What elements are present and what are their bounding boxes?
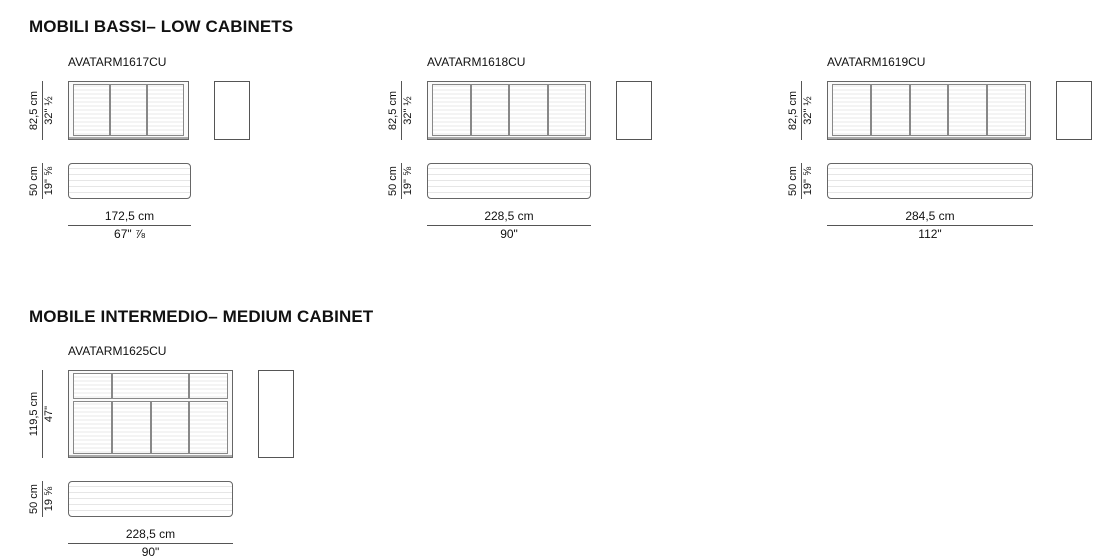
door-panel — [909, 84, 949, 136]
width-cm: 228,5 cm — [125, 527, 176, 541]
plinth — [69, 455, 232, 457]
product-code: AVATARM1619CU — [827, 55, 926, 69]
depth-cm: 50 cm — [787, 163, 802, 199]
door-panel — [150, 401, 190, 454]
width-cm: 284,5 cm — [905, 209, 955, 223]
product-code: AVATARM1618CU — [427, 55, 526, 69]
door-panel — [948, 84, 988, 136]
side-view — [214, 81, 250, 140]
depth-cm: 50 cm — [28, 163, 43, 199]
door-panel — [832, 84, 871, 136]
top-view — [68, 481, 233, 517]
door-panel — [189, 401, 228, 454]
height-cm: 82,5 cm — [787, 81, 802, 140]
door-panel — [73, 401, 112, 454]
top-view — [68, 163, 191, 199]
door-panel — [432, 84, 471, 136]
width-in: 90" — [500, 227, 518, 241]
top-view — [827, 163, 1033, 199]
upper-compartment — [111, 373, 190, 399]
side-view — [616, 81, 652, 140]
door-panel — [870, 84, 910, 136]
depth-in: 19" ⅝ — [402, 166, 414, 196]
width-in: 90" — [141, 545, 160, 556]
plinth — [428, 137, 590, 139]
front-view — [68, 81, 189, 140]
height-cm: 119,5 cm — [28, 370, 43, 458]
upper-compartment — [189, 373, 228, 399]
height-cm: 82,5 cm — [28, 81, 43, 140]
door-panel — [547, 84, 586, 136]
depth-in: 19 ⅝ — [43, 486, 55, 512]
height-in: 32" ½ — [402, 96, 414, 125]
width-dimension-line — [827, 225, 1033, 226]
front-view — [427, 81, 591, 140]
depth-in: 19" ⅝ — [802, 166, 814, 196]
height-in: 32" ½ — [43, 96, 55, 125]
front-view — [68, 370, 233, 458]
depth-cm: 50 cm — [28, 481, 43, 517]
side-view — [258, 370, 294, 458]
section-title-low-cabinets: MOBILI BASSI– LOW CABINETS — [29, 17, 294, 36]
door-panel — [987, 84, 1026, 136]
plinth — [828, 137, 1030, 139]
height-in: 47" — [43, 405, 55, 423]
upper-compartment — [73, 373, 112, 399]
height-cm: 82,5 cm — [387, 81, 402, 140]
width-dimension-line — [68, 543, 233, 544]
width-cm: 228,5 cm — [484, 209, 534, 223]
depth-cm: 50 cm — [387, 163, 402, 199]
side-view — [1056, 81, 1092, 140]
product-code: AVATARM1617CU — [68, 55, 167, 69]
height-in: 32" ½ — [802, 96, 814, 125]
door-panel — [509, 84, 548, 136]
top-view — [427, 163, 591, 199]
width-dimension-line — [68, 225, 191, 226]
door-panel — [470, 84, 509, 136]
width-in: 112" — [918, 227, 942, 241]
width-cm: 172,5 cm — [104, 209, 155, 223]
front-view — [827, 81, 1031, 140]
door-panel — [111, 401, 151, 454]
door-panel — [110, 84, 147, 136]
product-code: AVATARM1625CU — [68, 344, 167, 358]
door-panel — [73, 84, 110, 136]
section-title-medium-cabinet: MOBILE INTERMEDIO– MEDIUM CABINET — [29, 307, 374, 326]
door-panel — [147, 84, 184, 136]
depth-in: 19" ⅝ — [43, 166, 55, 196]
plinth — [69, 137, 188, 139]
width-dimension-line — [427, 225, 591, 226]
width-in: 67" ⅞ — [114, 227, 145, 241]
